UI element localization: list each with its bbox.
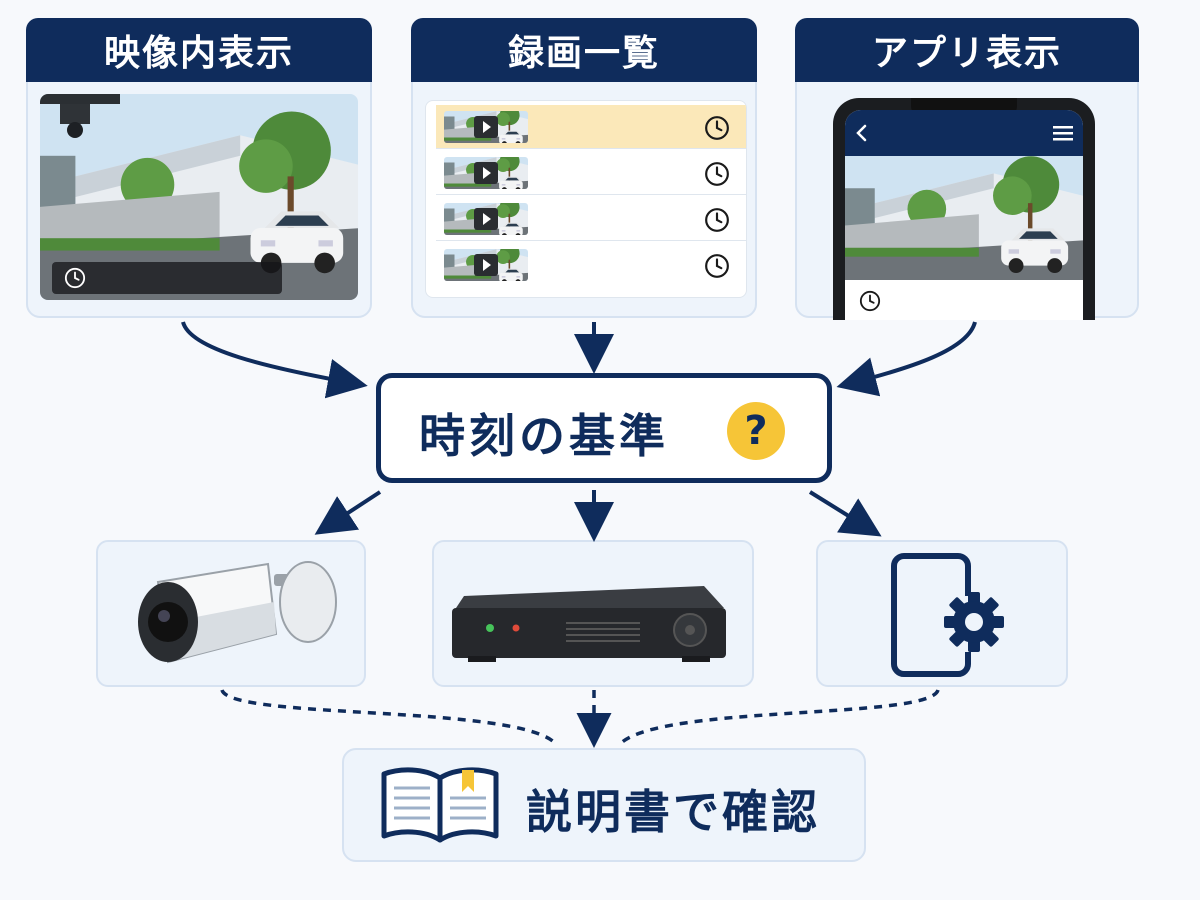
time-reference-label: 時刻の基準 <box>419 409 669 463</box>
play-icon <box>474 162 498 184</box>
recorder-device-card <box>432 540 754 687</box>
clock-icon <box>704 115 730 141</box>
recording-list <box>425 100 747 298</box>
clock-icon <box>704 161 730 187</box>
manual-check-box: 説明書で確認 <box>342 748 866 862</box>
clock-icon <box>704 253 730 279</box>
recording-row[interactable] <box>436 243 746 287</box>
gear-icon <box>944 592 1004 652</box>
app-camera-view <box>845 156 1083 280</box>
recording-row[interactable] <box>436 105 746 149</box>
recording-thumbnail <box>444 203 528 235</box>
clock-icon <box>859 290 881 312</box>
camera-view <box>40 94 358 300</box>
camera-housing-icon <box>40 94 120 138</box>
recordings-title: 録画一覧 <box>411 18 757 82</box>
play-icon <box>474 116 498 138</box>
recording-row[interactable] <box>436 197 746 241</box>
arrow-overlay-to-center <box>181 321 368 399</box>
phone-screen <box>845 110 1083 320</box>
smartphone <box>833 98 1095 320</box>
app-header-bar <box>845 110 1083 156</box>
question-icon: ? <box>727 402 785 460</box>
play-icon <box>474 208 498 230</box>
recordings-card: 録画一覧 <box>411 18 757 318</box>
recording-thumbnail <box>444 111 528 143</box>
dashed-phone-to-manual <box>618 689 940 746</box>
dashed-camera-to-manual <box>220 689 558 746</box>
time-reference-box: 時刻の基準 ? <box>376 373 832 483</box>
menu-icon[interactable] <box>1053 125 1073 141</box>
arrow-center-to-phone <box>808 490 882 537</box>
phone-settings-card <box>816 540 1068 687</box>
timestamp-overlay <box>52 262 282 294</box>
open-book-icon <box>381 767 499 843</box>
chevron-left-icon[interactable] <box>853 124 871 142</box>
app-display-card: アプリ表示 <box>795 18 1139 320</box>
play-icon <box>474 254 498 276</box>
phone-settings-icon <box>891 553 1010 677</box>
manual-check-label: 説明書で確認 <box>526 785 820 839</box>
recording-thumbnail <box>444 249 528 281</box>
recorder-icon <box>452 586 726 662</box>
overlay-display-title: 映像内表示 <box>26 18 372 82</box>
overlay-display-card: 映像内表示 <box>26 18 372 318</box>
clock-icon <box>64 267 86 289</box>
clock-icon <box>704 207 730 233</box>
arrow-center-to-camera <box>314 490 382 535</box>
camera-device-card <box>96 540 366 687</box>
recording-row[interactable] <box>436 151 746 195</box>
security-camera-icon <box>138 561 337 664</box>
app-display-title: アプリ表示 <box>795 18 1139 82</box>
recording-thumbnail <box>444 157 528 189</box>
arrow-app-to-center <box>836 321 977 397</box>
